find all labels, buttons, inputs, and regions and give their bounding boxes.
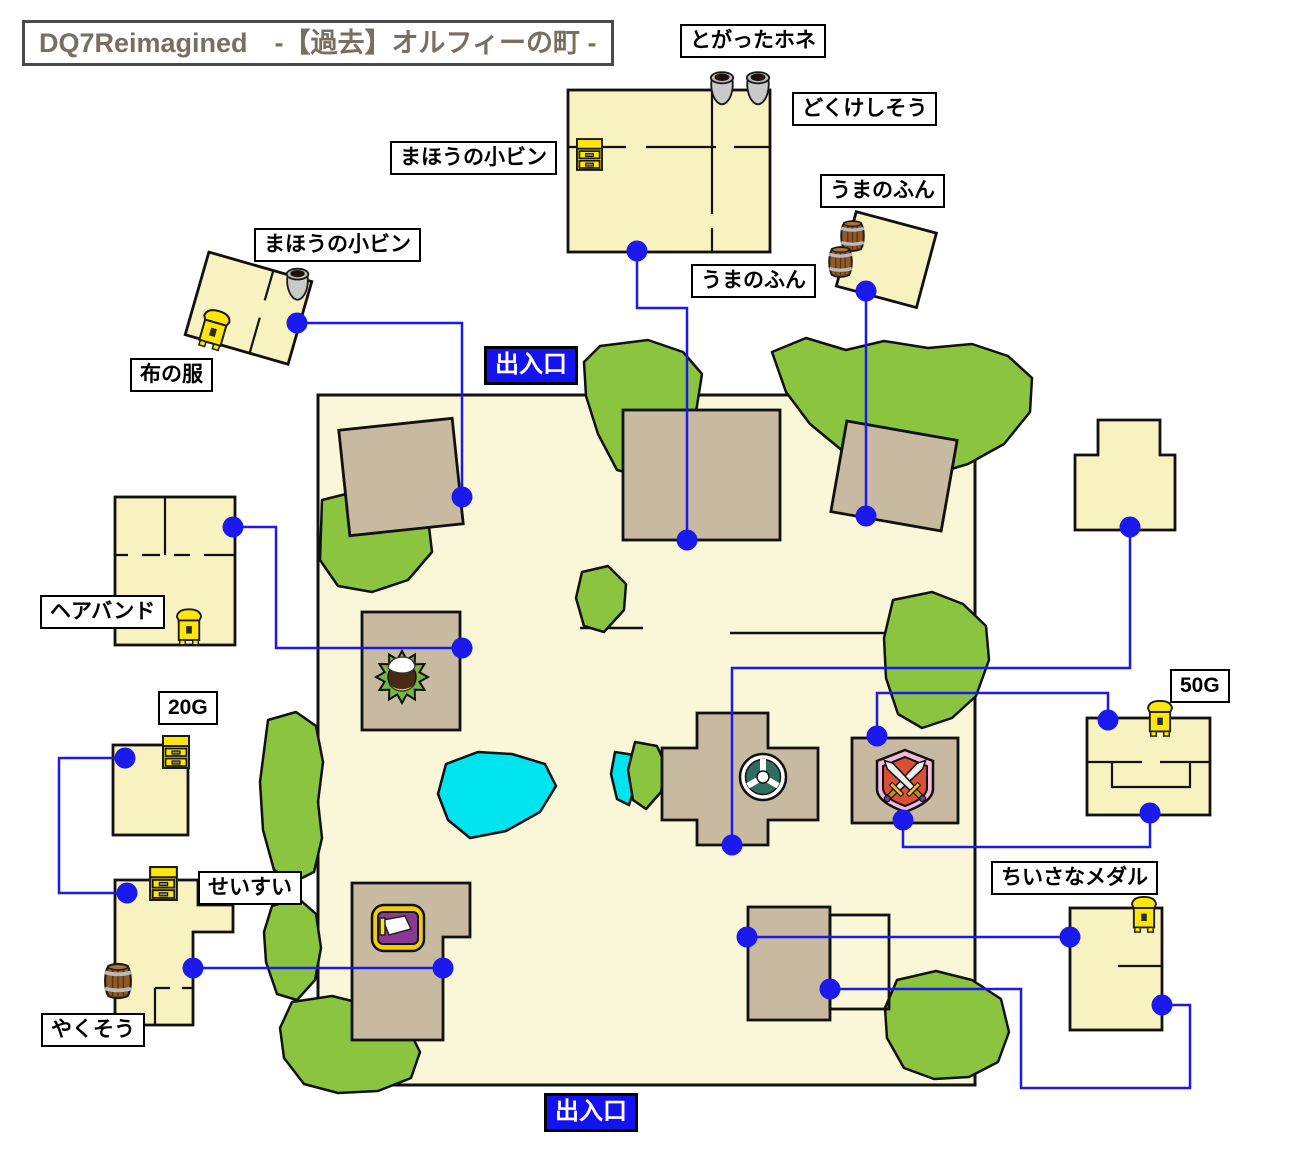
house-top-items	[566, 88, 772, 254]
connector-lines	[57, 251, 1192, 1090]
entrance-badge-bottom: 出入口	[544, 1093, 638, 1132]
barrel-icon	[827, 246, 854, 278]
bush	[574, 564, 628, 634]
connector-dot	[866, 725, 888, 747]
connector-dot	[432, 957, 454, 979]
connector-dot	[1139, 802, 1161, 824]
label-hairband: ヘアバンド	[40, 595, 166, 630]
connector-dot	[451, 637, 473, 659]
label-umanofun-right: うまのふん	[820, 174, 945, 209]
connector-dot	[736, 926, 758, 948]
nest-bird-emblem	[373, 648, 431, 706]
connector-dot	[855, 280, 877, 302]
connector-line	[730, 527, 1132, 845]
bush	[770, 336, 1034, 478]
connector-dot	[114, 747, 136, 769]
town-buildings	[337, 408, 960, 1042]
connector-line	[57, 756, 127, 895]
connector-dots	[114, 240, 1173, 1016]
bush	[883, 969, 1011, 1081]
connector-line	[233, 525, 462, 650]
label-yakuso: やくそう	[41, 1013, 145, 1048]
wardrobe-icon	[1147, 700, 1173, 737]
label-seisui: せいすい	[198, 871, 302, 906]
wardrobe-icon	[1131, 896, 1157, 933]
building-bottom-right	[746, 905, 832, 1022]
bush	[258, 710, 325, 884]
drawer-icon	[162, 735, 190, 769]
connector-dot	[892, 809, 914, 831]
house-church-interior	[1073, 418, 1177, 532]
connector-dot	[1097, 709, 1119, 731]
connector-dot	[286, 312, 308, 334]
connector-line	[830, 987, 1192, 1090]
barrel-icon	[839, 220, 866, 252]
church-wheel-emblem	[738, 752, 788, 802]
pot-icon	[285, 267, 310, 301]
entrance-badge-top: 出入口	[484, 346, 578, 385]
label-50g: 50G	[1170, 669, 1230, 704]
connector-dot	[222, 516, 244, 538]
connector-dot	[1059, 926, 1081, 948]
callout-houses	[111, 88, 1212, 1032]
weapon-shield-emblem	[875, 748, 935, 814]
connector-line	[297, 321, 464, 497]
pot-icon	[709, 71, 735, 106]
label-20g: 20G	[158, 691, 218, 726]
barrel-icon	[103, 962, 133, 1000]
connector-dot	[721, 834, 743, 856]
drawer-icon	[149, 866, 178, 901]
connector-line	[875, 691, 1110, 736]
building-rotated-left	[337, 416, 465, 538]
connector-dot	[626, 240, 648, 262]
label-maho-kobin-left: まほうの小ビン	[254, 228, 421, 263]
label-maho-kobin-top: まほうの小ビン	[390, 141, 557, 176]
connector-dot	[182, 957, 204, 979]
connector-dot	[855, 505, 877, 527]
connector-dot	[1119, 516, 1141, 538]
label-chiisana-medal: ちいさなメダル	[991, 861, 1158, 896]
house-50g	[1085, 716, 1212, 817]
connector-dot	[451, 486, 473, 508]
label-togatta-hone: とがったホネ	[680, 24, 826, 59]
connector-dot	[116, 882, 138, 904]
pot-icon	[745, 71, 771, 106]
wardrobe-icon	[175, 608, 203, 646]
connector-dot	[676, 529, 698, 551]
connector-dot	[819, 978, 841, 1000]
bush	[626, 740, 668, 811]
label-dokukeshiso: どくけしそう	[792, 92, 938, 127]
connector-line	[635, 251, 689, 540]
building-large-center	[621, 408, 782, 542]
building-rotated-right	[829, 419, 959, 533]
connector-dot	[1151, 994, 1173, 1016]
bush	[262, 896, 323, 1002]
drawer-icon	[576, 138, 603, 171]
label-nuno-no-fuku: 布の服	[130, 358, 213, 393]
label-umanofun-left: うまのふん	[691, 264, 816, 299]
connector-line	[901, 813, 1152, 849]
inn-bed-emblem	[370, 903, 426, 953]
map-title: DQ7Reimagined -【過去】オルフィーの町 -	[22, 20, 614, 67]
building-annex-outline	[828, 913, 891, 1011]
